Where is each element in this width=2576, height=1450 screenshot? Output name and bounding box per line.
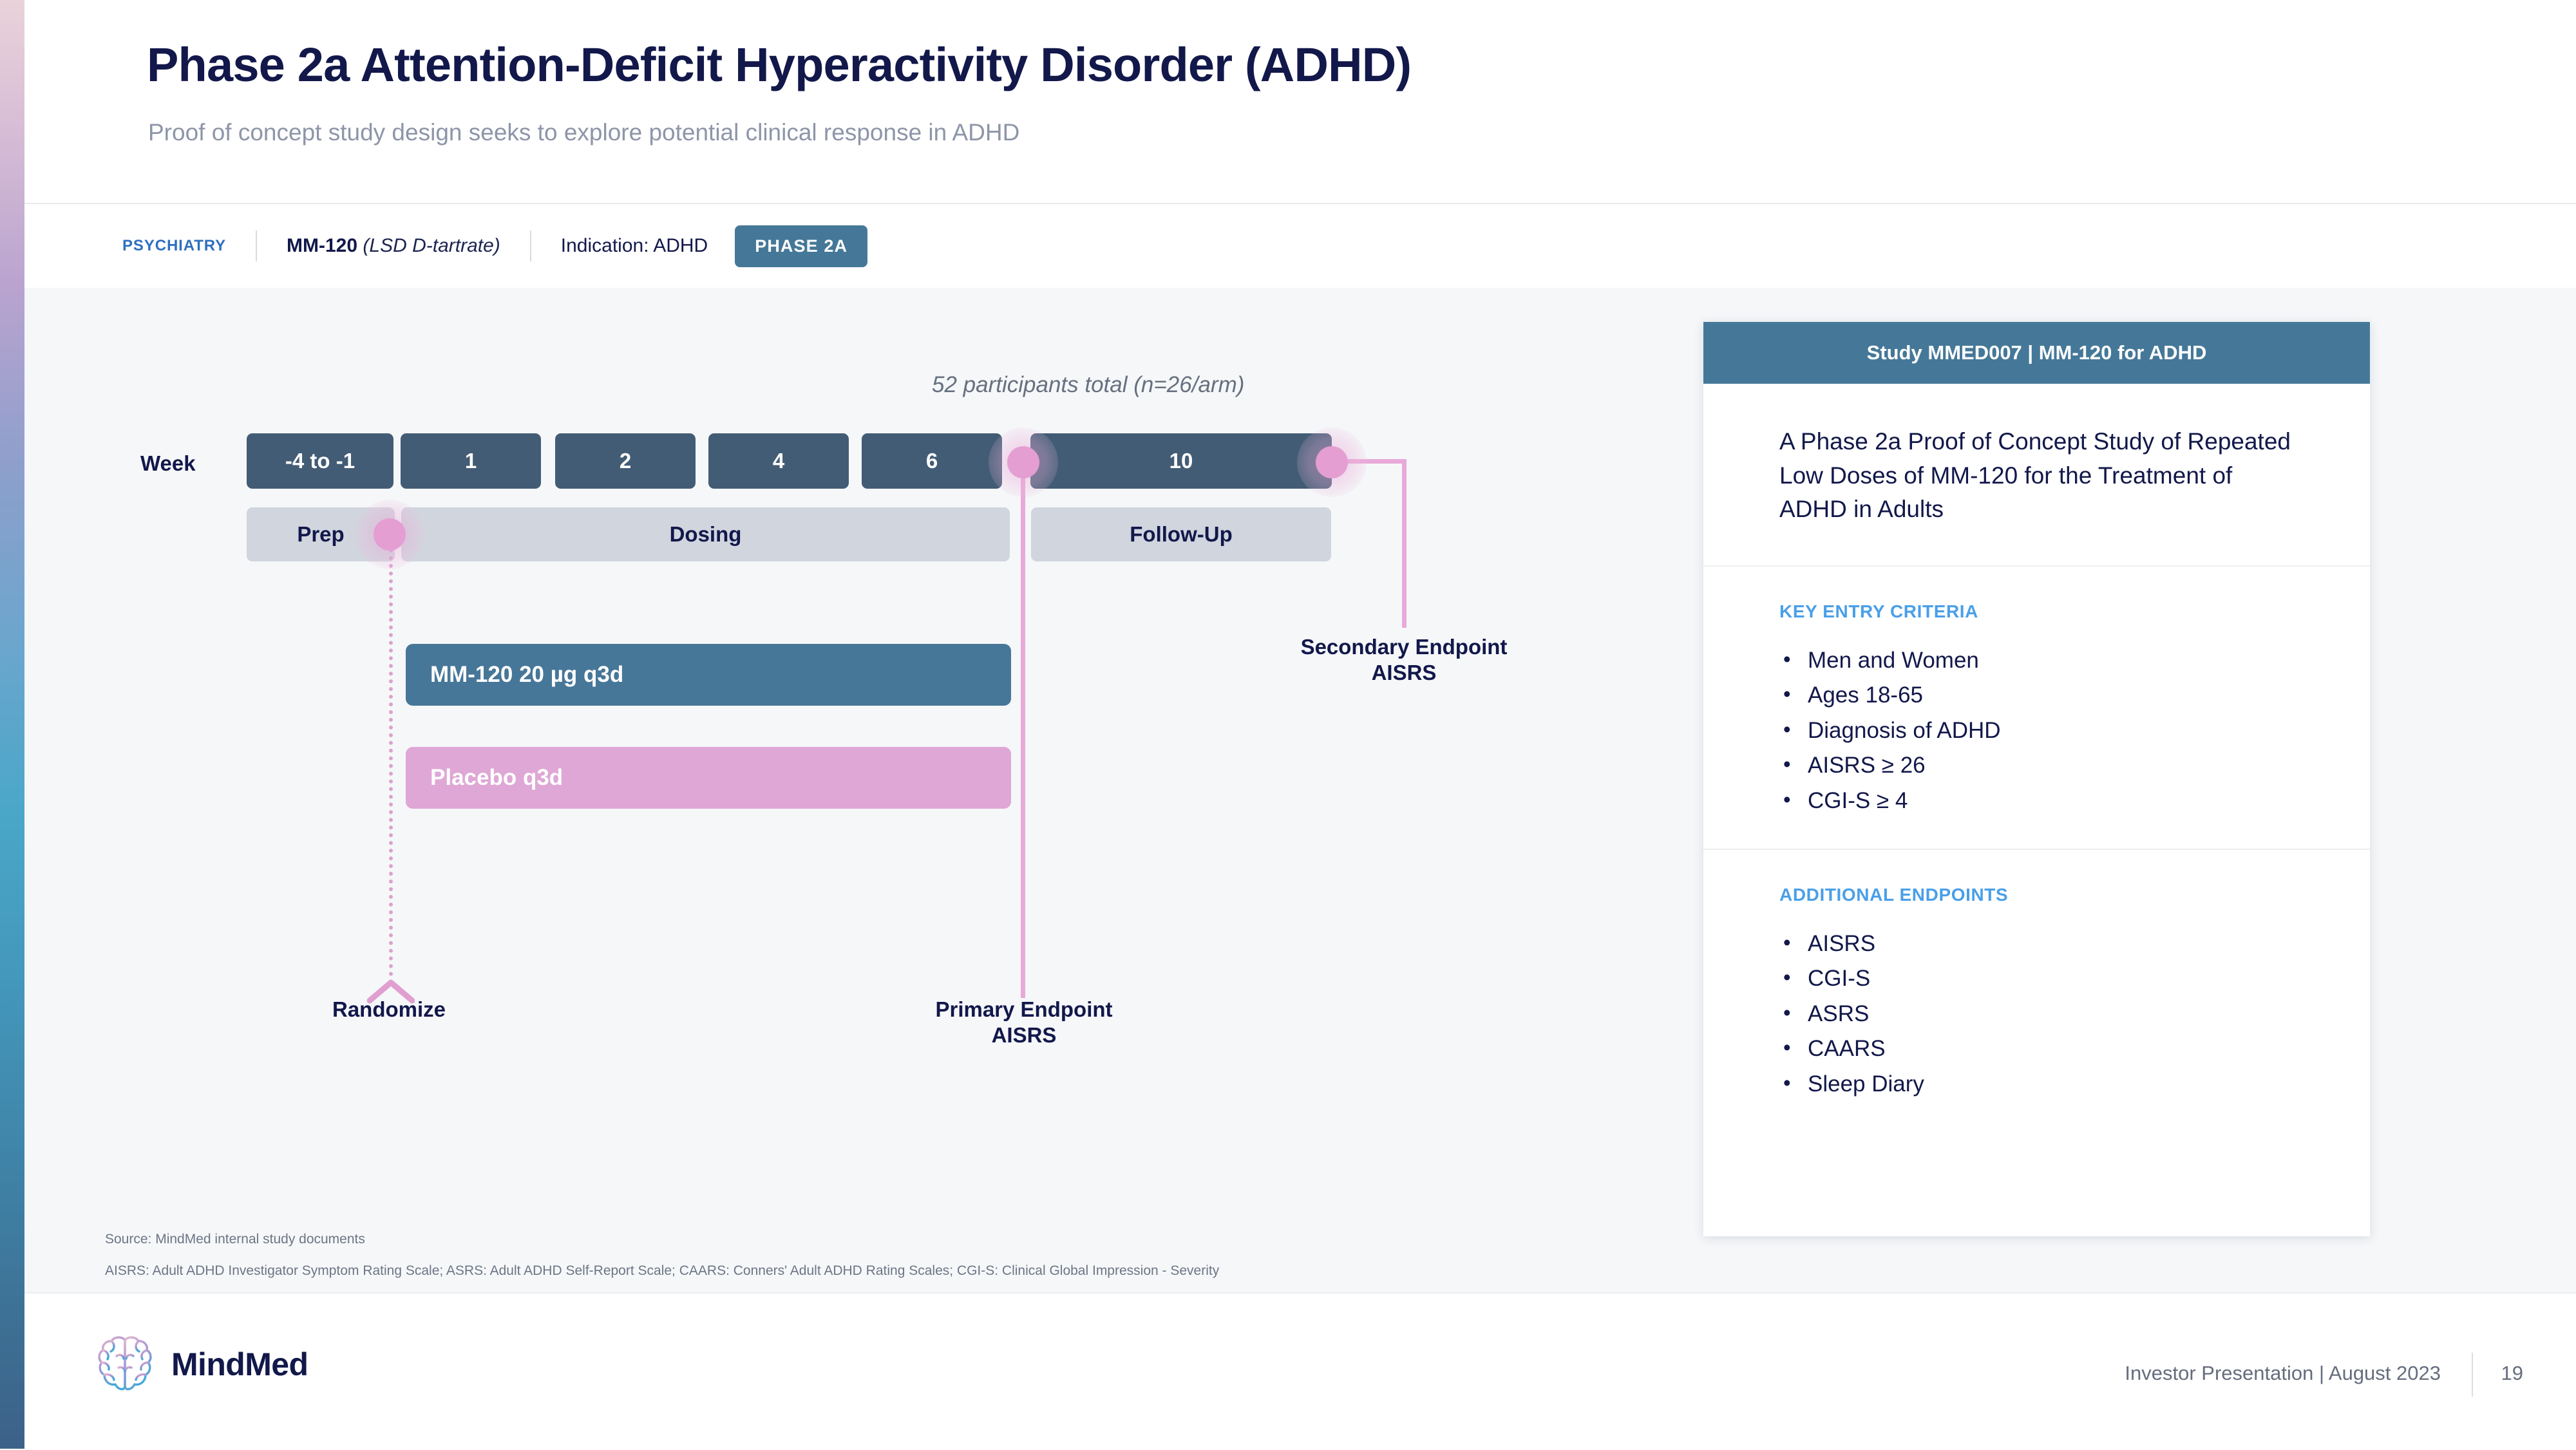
breadcrumb-divider-2 <box>529 231 531 261</box>
abbreviations-note: AISRS: Adult ADHD Investigator Symptom R… <box>105 1263 1220 1278</box>
breadcrumb-indication[interactable]: Indication: ADHD <box>560 235 708 256</box>
week-box-3[interactable]: 4 <box>708 433 849 489</box>
additional-endpoints-title: ADDITIONAL ENDPOINTS <box>1779 884 2009 905</box>
list-item: AISRS ≥ 26 <box>1779 748 2294 784</box>
study-info-card: Study MMED007 | MM-120 for ADHD A Phase … <box>1703 322 2370 1236</box>
entry-criteria-section: KEY ENTRY CRITERIA Men and Women Ages 18… <box>1703 567 2370 849</box>
randomize-connector-line <box>389 533 393 984</box>
study-description-section: A Phase 2a Proof of Concept Study of Rep… <box>1703 384 2370 565</box>
list-item: Diagnosis of ADHD <box>1779 713 2294 749</box>
secondary-endpoint-marker-dot[interactable] <box>1316 446 1348 478</box>
week-box-1[interactable]: 1 <box>401 433 541 489</box>
additional-endpoints-list: AISRS CGI-S ASRS CAARS Sleep Diary <box>1779 926 2294 1102</box>
randomize-marker-dot[interactable] <box>374 518 406 551</box>
week-box-4[interactable]: 6 <box>862 433 1002 489</box>
brand-logo: MindMed <box>95 1332 308 1397</box>
status-badge-phase[interactable]: PHASE 2A <box>735 225 868 267</box>
week-box-0[interactable]: -4 to -1 <box>247 433 393 489</box>
callout-primary-endpoint-line1: Primary Endpoint <box>935 997 1113 1021</box>
callout-primary-endpoint: Primary Endpoint AISRS <box>869 997 1179 1049</box>
secondary-endpoint-connector-horizontal <box>1327 459 1406 464</box>
phase-band-dosing[interactable]: Dosing <box>401 507 1010 561</box>
list-item: CAARS <box>1779 1031 2294 1067</box>
source-note: Source: MindMed internal study documents <box>105 1232 365 1247</box>
week-box-5[interactable]: 10 <box>1030 433 1332 489</box>
phase-band-follow-up[interactable]: Follow-Up <box>1031 507 1331 561</box>
list-item: CGI-S <box>1779 961 2294 997</box>
breadcrumb-drug[interactable]: MM-120 (LSD D-tartrate) <box>287 235 500 257</box>
card-divider-2 <box>1703 848 2370 850</box>
breadcrumb: PSYCHIATRY MM-120 (LSD D-tartrate) Indic… <box>122 204 868 288</box>
footer-divider <box>2472 1353 2473 1397</box>
list-item: AISRS <box>1779 926 2294 962</box>
arm-bar-placebo[interactable]: Placebo q3d <box>406 747 1011 809</box>
brain-logo-icon <box>98 1336 152 1391</box>
callout-secondary-endpoint: Secondary Endpoint AISRS <box>1243 634 1565 686</box>
brand-name: MindMed <box>171 1346 308 1382</box>
study-info-card-header: Study MMED007 | MM-120 for ADHD <box>1703 322 2370 384</box>
list-item: Men and Women <box>1779 643 2294 679</box>
slide-footer: MindMed Investor Presentation | August 2… <box>24 1292 2576 1450</box>
breadcrumb-drug-chemical: (LSD D-tartrate) <box>363 235 500 256</box>
slide-header: Phase 2a Attention-Deficit Hyperactivity… <box>24 0 2576 203</box>
list-item: ASRS <box>1779 996 2294 1032</box>
week-row-label: Week <box>140 451 196 475</box>
page-number: 19 <box>2501 1362 2523 1384</box>
week-box-2[interactable]: 2 <box>555 433 696 489</box>
page-subtitle: Proof of concept study design seeks to e… <box>148 119 1020 146</box>
study-description: A Phase 2a Proof of Concept Study of Rep… <box>1779 428 2291 523</box>
primary-endpoint-connector-line <box>1021 461 1025 998</box>
randomize-chevron-arrow-icon <box>367 979 415 1004</box>
entry-criteria-list: Men and Women Ages 18-65 Diagnosis of AD… <box>1779 643 2294 819</box>
breadcrumb-divider <box>256 231 258 261</box>
callout-secondary-endpoint-line1: Secondary Endpoint <box>1300 635 1508 659</box>
page-title: Phase 2a Attention-Deficit Hyperactivity… <box>147 38 1412 91</box>
participants-note: 52 participants total (n=26/arm) <box>932 372 1245 397</box>
list-item: Ages 18-65 <box>1779 677 2294 713</box>
left-accent-gradient-strip <box>0 0 24 1449</box>
secondary-endpoint-connector-vertical <box>1402 459 1406 628</box>
callout-primary-endpoint-line2: AISRS <box>991 1023 1057 1048</box>
breadcrumb-therapeutic-area[interactable]: PSYCHIATRY <box>122 237 227 254</box>
callout-randomize: Randomize <box>332 997 446 1021</box>
footer-deck-label: Investor Presentation | August 2023 <box>2125 1362 2441 1384</box>
breadcrumb-drug-name: MM-120 <box>287 235 358 256</box>
additional-endpoints-section: ADDITIONAL ENDPOINTS AISRS CGI-S ASRS CA… <box>1703 850 2370 1132</box>
list-item: CGI-S ≥ 4 <box>1779 783 2294 819</box>
entry-criteria-title: KEY ENTRY CRITERIA <box>1779 601 1978 621</box>
primary-endpoint-marker-dot[interactable] <box>1007 446 1039 478</box>
callout-secondary-endpoint-line2: AISRS <box>1371 661 1437 685</box>
card-divider-1 <box>1703 565 2370 567</box>
arm-bar-active[interactable]: MM-120 20 µg q3d <box>406 644 1011 706</box>
list-item: Sleep Diary <box>1779 1066 2294 1102</box>
breadcrumb-bar: PSYCHIATRY MM-120 (LSD D-tartrate) Indic… <box>24 203 2576 289</box>
